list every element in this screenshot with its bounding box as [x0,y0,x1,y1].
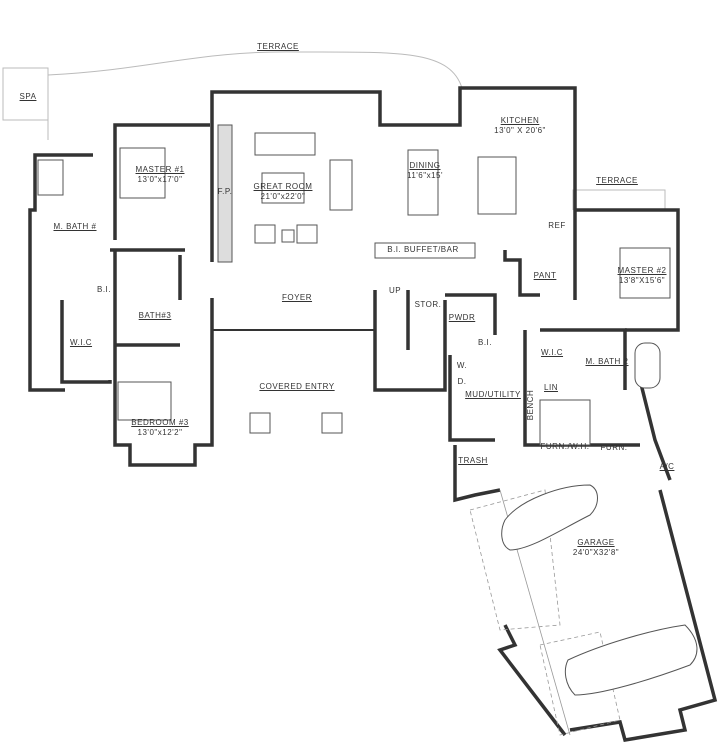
fireplace [217,124,233,263]
trash-label: TRASH [458,456,488,465]
bench-label: BENCH [526,389,535,421]
dining-label: DINING [409,161,441,170]
walls [28,86,718,742]
ref-label: REF [548,221,566,230]
terrace-right-label: TERRACE [596,176,638,185]
bathtub [634,342,661,389]
terrace-right-outline [572,189,666,210]
spa-outline [2,67,49,121]
great-room-size: 21'0"x22'0" [260,192,306,201]
mbath1-label: M. BATH # [53,222,97,231]
mud-utility-label: MUD/UTILITY [465,390,521,399]
wic-right-label: W.I.C [540,348,564,357]
car-2 [564,624,698,696]
powder-label: PWDR [448,313,476,322]
bed-master2 [619,247,671,299]
column-2 [321,412,343,434]
mbath2-label: M. BATH 2 [585,357,629,366]
car-1 [501,484,598,551]
terrace-curve [47,51,463,89]
fireplace-label: F.P. [217,187,233,196]
kitchen-label: KITCHEN [500,116,540,125]
kitchen-island [477,156,517,215]
bed-bedroom3 [117,381,172,421]
linen-label: LIN [544,383,558,392]
garage-size: 24'0"X32'8" [572,548,620,557]
garage-label: GARAGE [577,538,615,547]
bedroom3-label: BEDROOM #3 [131,418,189,427]
pantry-label: PANT [533,271,557,280]
bi-left-label: B.I. [96,285,112,294]
sofa-2 [329,159,353,211]
kitchen-size: 13'0" X 20'6" [494,126,546,135]
master1-label: MASTER #1 [135,165,185,174]
sofa [254,132,316,156]
dryer-label: D. [457,377,467,386]
bedroom3-size: 13'0"x12'2" [137,428,183,437]
shower-left [37,159,64,196]
column-1 [249,412,271,434]
shower-right [539,399,591,446]
terrace-label: TERRACE [257,42,299,51]
spa-label: SPA [19,92,37,101]
furnace-wh-label: FURN./W.H. [540,442,590,451]
dining-table [407,149,439,216]
covered-entry-label: COVERED ENTRY [259,382,335,391]
buffet-label: B.I. BUFFET/BAR [387,245,459,254]
dining-size: 11'6"x15' [406,171,444,180]
wic-left-label: W.I.C [69,338,93,347]
master2-label: MASTER #2 [617,266,667,275]
foyer-label: FOYER [281,293,313,302]
storage-label: STOR. [414,300,442,309]
master2-size: 13'8"X15'6" [618,276,666,285]
buffet-bar [374,242,476,259]
bed-master1 [119,147,166,199]
washer-label: W. [456,361,468,370]
ac-label: A/C [659,462,675,471]
master1-size: 13'0"x17'0" [137,175,183,184]
great-room-label: GREAT ROOM [253,182,313,191]
furnace-label: FURN. [600,443,628,452]
stair-up-label: UP [388,286,402,295]
bi-right-label: B.I. [477,338,493,347]
coffee-table [261,172,305,204]
bath3-label: BATH#3 [138,311,172,320]
